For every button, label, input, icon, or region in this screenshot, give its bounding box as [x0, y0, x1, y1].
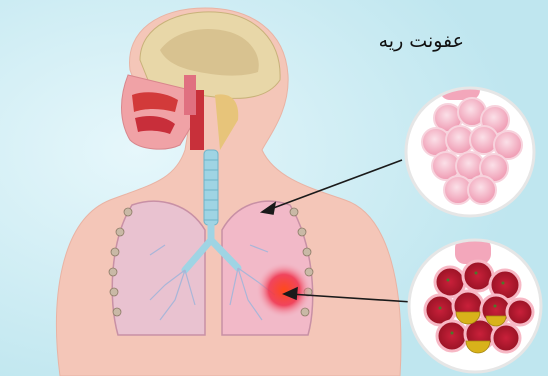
diagram-title: عفونت ریه [379, 30, 464, 52]
infection-spot [256, 262, 312, 318]
infected-alveoli-magnifier [409, 238, 541, 372]
trachea-illustration [204, 150, 218, 225]
